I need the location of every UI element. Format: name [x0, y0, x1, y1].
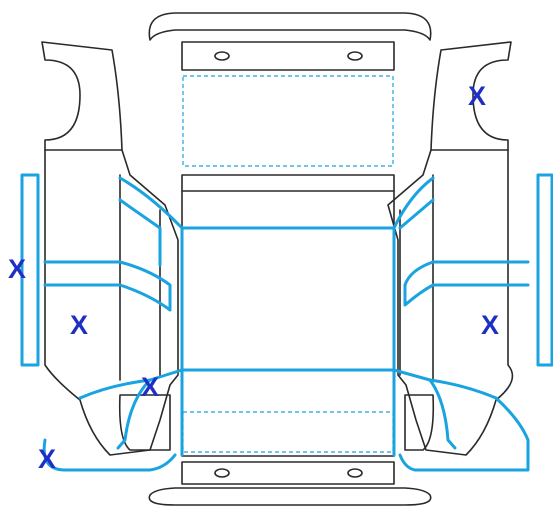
damage-mark-upper-right-fender: X — [468, 81, 486, 111]
front-plate-hole-left — [214, 51, 230, 61]
left-side-strip — [20, 173, 40, 367]
left-rear-corner-highlight — [42, 438, 177, 472]
left-door-band-highlight — [43, 260, 172, 312]
right-a-pillar-highlight — [392, 176, 435, 230]
right-door-pillar — [399, 174, 434, 381]
rear-plate-hole-left — [214, 468, 230, 478]
front-plate-hole-right — [347, 51, 363, 61]
roof-panel-highlight — [180, 226, 396, 372]
roof-front-edge — [181, 174, 395, 192]
rear-window-area — [182, 411, 394, 453]
damage-mark-left-rear-corner: X — [38, 444, 56, 474]
windshield-area — [182, 75, 394, 167]
right-rear-quarter-highlight — [392, 368, 498, 450]
left-a-pillar-highlight — [118, 176, 184, 267]
right-side-strip — [536, 173, 553, 367]
damage-mark-left-rear-step: X — [141, 372, 159, 402]
left-side-body-outline — [41, 41, 179, 456]
right-door-band-highlight — [403, 260, 530, 307]
damage-mark-left-front-door: X — [70, 310, 88, 340]
damage-mark-right-front-door: X — [481, 310, 499, 340]
damage-mark-left-side-panel: X — [8, 254, 26, 284]
right-side-body-outline — [387, 41, 514, 456]
rear-plate-hole-right — [347, 468, 363, 478]
right-rear-arch — [404, 394, 435, 451]
front-license-plate — [181, 41, 395, 71]
front-bumper — [148, 12, 432, 41]
right-rear-corner-highlight — [398, 396, 530, 472]
rear-bumper — [148, 487, 432, 506]
rear-license-plate — [181, 461, 395, 485]
left-rear-quarter-highlight — [78, 368, 184, 450]
